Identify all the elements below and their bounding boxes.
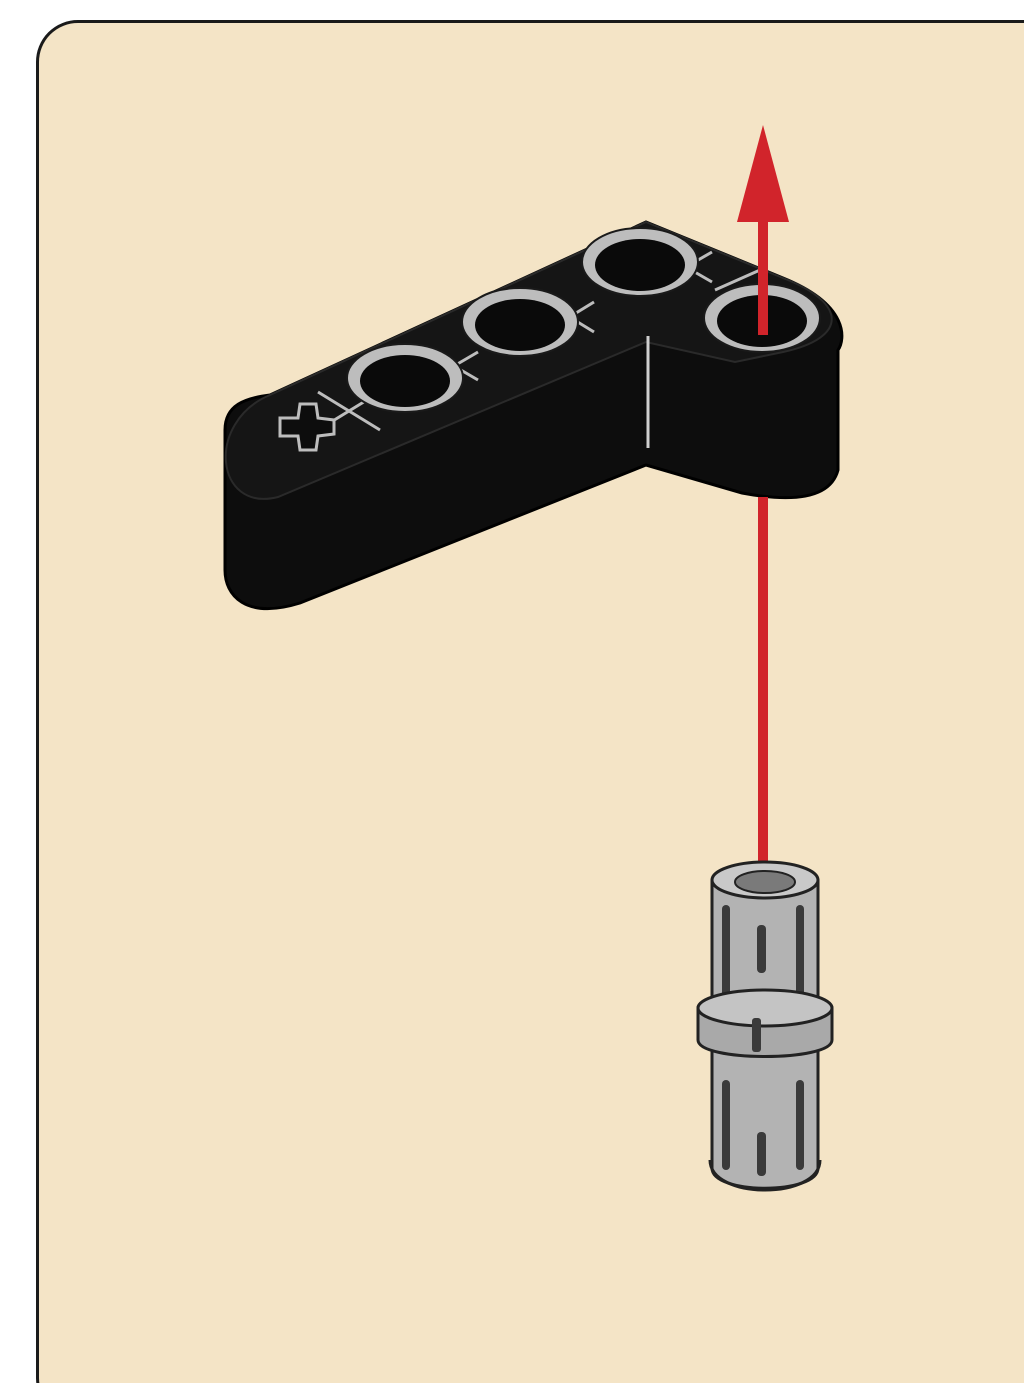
direction-arrow <box>737 125 789 882</box>
pin-hole-1 <box>347 344 463 412</box>
pin-hole-3 <box>582 228 698 296</box>
lift-arm-beam <box>225 222 842 609</box>
connector-pin <box>698 862 832 1190</box>
pin-hole-2 <box>462 288 578 356</box>
arrow-head-icon <box>737 125 789 222</box>
